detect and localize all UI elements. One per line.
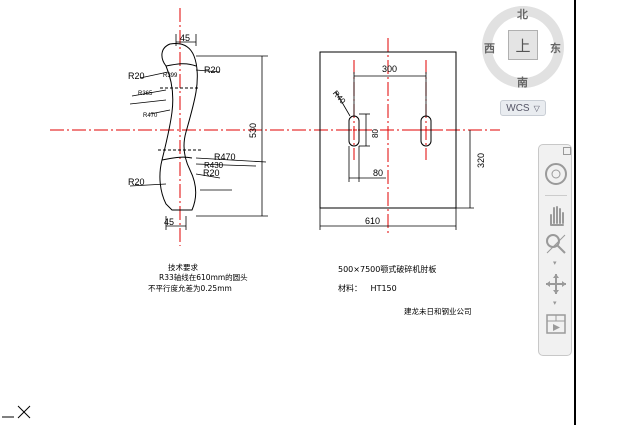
material-value: HT150	[370, 284, 397, 293]
pan-hand-icon[interactable]	[543, 203, 569, 229]
svg-text:R20: R20	[204, 65, 221, 75]
svg-text:45: 45	[180, 33, 190, 43]
svg-text:320: 320	[476, 153, 486, 168]
compass-north[interactable]: 北	[517, 8, 528, 21]
plate-dimension-lines	[319, 72, 474, 230]
compass-south[interactable]: 南	[517, 76, 528, 89]
requirements-title: 技术要求	[168, 263, 198, 272]
compass-ring	[482, 6, 564, 88]
left-dimension-texts: 45 45 R20 R20 R399 R365 R470 530 R470 R4…	[128, 33, 258, 227]
orbit-dropdown-icon[interactable]: ▾	[553, 300, 557, 307]
svg-text:80: 80	[373, 168, 383, 178]
navbar-divider	[545, 195, 567, 196]
zoom-dropdown-icon[interactable]: ▾	[553, 260, 557, 267]
material-label: 材料：	[338, 284, 362, 293]
wcs-dropdown[interactable]: WCS ▽	[500, 100, 546, 116]
right-edge-panel	[574, 0, 634, 425]
navigation-bar: ▾ ▾	[538, 144, 572, 356]
orbit-icon[interactable]	[543, 271, 569, 297]
compass-east[interactable]: 东	[550, 42, 561, 55]
svg-text:R20: R20	[203, 168, 220, 178]
navbar-close-icon[interactable]	[563, 147, 571, 155]
svg-text:45: 45	[164, 217, 174, 227]
svg-text:R20: R20	[128, 177, 145, 187]
svg-text:R470: R470	[143, 113, 158, 119]
requirements-line1: R33轴线在610mm的圆头	[159, 273, 248, 282]
svg-text:R365: R365	[138, 91, 153, 97]
svg-text:R470: R470	[214, 152, 236, 162]
part-title: 500×7500颚式破碎机肘板	[338, 265, 437, 274]
zoom-icon[interactable]	[543, 231, 569, 257]
svg-text:80: 80	[371, 129, 380, 138]
compass-west[interactable]: 西	[484, 42, 495, 55]
center-lines	[50, 8, 500, 246]
requirements-line2: 不平行度允差为0.25mm	[148, 284, 232, 293]
chevron-down-icon: ▽	[533, 103, 540, 113]
steering-wheel-icon[interactable]	[543, 161, 569, 187]
wcs-label: WCS	[506, 102, 530, 114]
company-name: 建龙未日和钢业公司	[404, 307, 472, 316]
viewcube-top-face[interactable]: 上	[508, 30, 538, 60]
svg-text:300: 300	[382, 64, 397, 74]
showmotion-icon[interactable]	[543, 311, 569, 337]
ucs-icon	[2, 405, 31, 419]
material-row: 材料： HT150	[338, 283, 397, 294]
svg-text:R40: R40	[331, 89, 348, 106]
svg-text:R430: R430	[204, 161, 224, 170]
svg-text:530: 530	[248, 123, 258, 138]
left-dimension-lines	[129, 34, 268, 230]
toggle-plate-profile	[158, 43, 202, 211]
viewcube[interactable]: 北 西 东 南 上	[480, 2, 566, 94]
svg-text:R20: R20	[128, 71, 145, 81]
svg-text:R399: R399	[163, 73, 178, 79]
svg-text:610: 610	[365, 216, 380, 226]
